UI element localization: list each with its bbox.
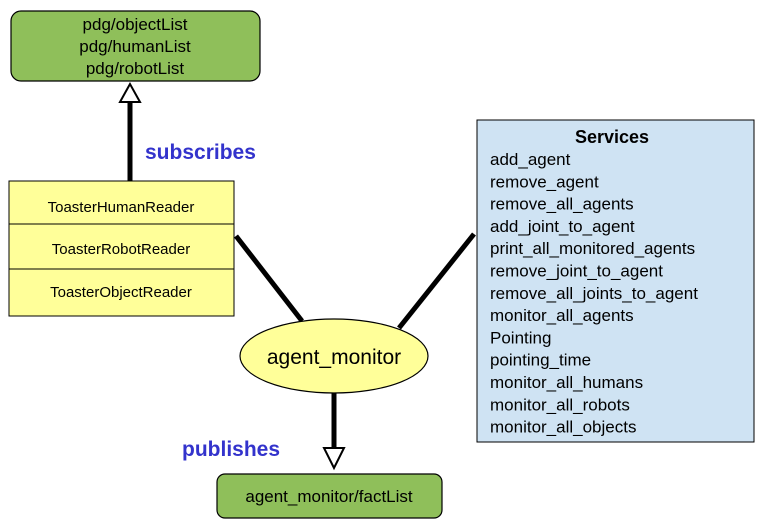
agent-monitor-label: agent_monitor	[267, 346, 401, 369]
reader-human: ToasterHumanReader	[48, 199, 195, 216]
service-item: remove_all_joints_to_agent	[490, 284, 698, 303]
service-item: remove_agent	[490, 172, 599, 191]
subscribed-topics-box-shape	[10, 10, 261, 82]
service-item: print_all_monitored_agents	[490, 239, 695, 258]
readers-to-node-connector	[234, 234, 304, 323]
service-item: monitor_all_objects	[490, 418, 636, 437]
subscribed-topics-box: pdg/objectList pdg/humanList pdg/robotLi…	[10, 10, 261, 82]
service-item: add_agent	[490, 150, 571, 169]
services-box-shape	[476, 119, 755, 443]
publishes-arrow-head	[322, 447, 346, 471]
publishes-label: publishes	[182, 438, 280, 461]
subscribes-arrow-head	[118, 81, 142, 103]
service-item: remove_joint_to_agent	[490, 262, 663, 281]
services-title: Services	[575, 127, 649, 147]
published-topic-box-shape	[216, 473, 443, 519]
topic-robot-list: pdg/robotList	[86, 59, 185, 78]
service-item: monitor_all_agents	[490, 306, 634, 325]
service-item: remove_all_agents	[490, 195, 634, 214]
service-item: Pointing	[490, 328, 551, 347]
services-list: add_agent remove_agent remove_all_agentsad…	[490, 150, 698, 437]
reader-object: ToasterObjectReader	[50, 284, 192, 301]
service-item: add_joint_to_agent	[490, 217, 635, 236]
published-topic-label: agent_monitor/factList	[245, 487, 413, 506]
reader-robot: ToasterRobotReader	[52, 241, 190, 258]
publishes-arrow	[322, 393, 346, 471]
readers-box: ToasterHumanReader ToasterRobotReader To…	[8, 180, 235, 317]
agent-monitor-node: agent_monitor	[239, 318, 429, 394]
service-item: pointing_time	[490, 351, 591, 370]
subscribes-label: subscribes	[145, 141, 256, 164]
service-item: monitor_all_humans	[490, 373, 643, 392]
services-box: Services add_agent remove_agent remove_all…	[476, 119, 755, 443]
service-item: monitor_all_robots	[490, 395, 630, 414]
readers-box-shape	[8, 180, 235, 317]
published-topic-box: agent_monitor/factList	[216, 473, 443, 519]
topic-human-list: pdg/humanList	[79, 37, 191, 56]
topic-object-list: pdg/objectList	[83, 15, 188, 34]
subscribes-arrow	[118, 81, 142, 181]
services-to-node-connector	[397, 232, 476, 330]
